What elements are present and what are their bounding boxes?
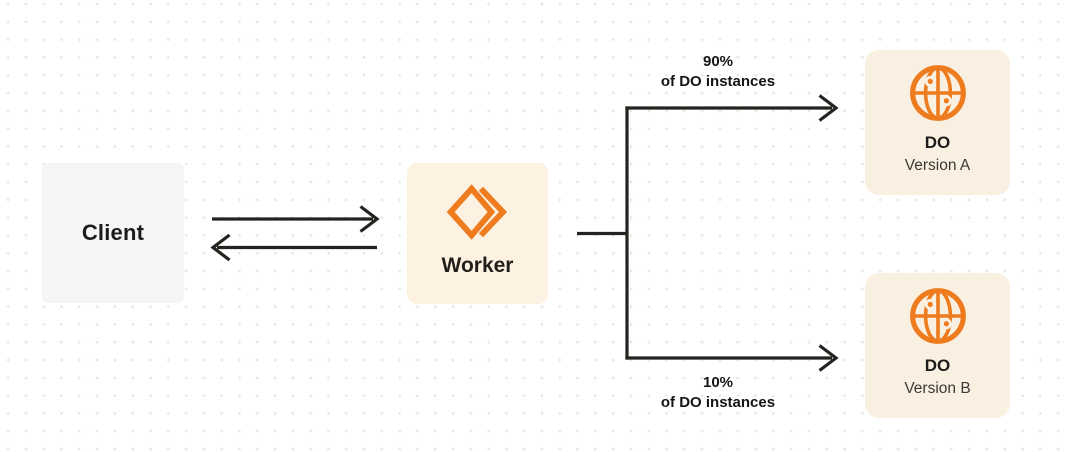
do-b-title: DO <box>924 356 951 375</box>
split-branch-top-arrow <box>625 94 839 122</box>
client-node: Client <box>42 163 184 303</box>
do-version-a-node: DO Version A <box>865 50 1010 195</box>
globe-node-dot <box>940 318 952 330</box>
globe-node-dot <box>940 95 952 107</box>
globe-icon <box>907 62 969 124</box>
do-b-subtitle: Version B <box>904 380 971 397</box>
globe-node-dot <box>924 298 936 310</box>
route-10-caption: of DO instances <box>660 394 776 411</box>
route-90-label: 90% of DO instances <box>618 52 818 92</box>
client-to-worker-arrow <box>212 205 380 233</box>
route-90-caption: of DO instances <box>660 73 776 90</box>
connector-group <box>210 94 839 372</box>
worker-to-client-arrow <box>210 233 377 262</box>
globe-node-dot <box>924 75 936 87</box>
split-branch-bottom-arrow <box>625 344 839 372</box>
worker-label: Worker <box>441 254 514 277</box>
client-label: Client <box>81 220 145 245</box>
worker-node: Worker <box>407 163 548 304</box>
globe-icon <box>907 285 969 347</box>
do-a-subtitle: Version A <box>904 157 971 174</box>
route-90-percent: 90% <box>702 53 734 70</box>
route-10-label: 10% of DO instances <box>618 373 818 413</box>
do-version-b-node: DO Version B <box>865 273 1010 418</box>
route-10-percent: 10% <box>702 374 734 391</box>
workers-icon <box>446 184 510 240</box>
do-a-title: DO <box>924 133 951 152</box>
